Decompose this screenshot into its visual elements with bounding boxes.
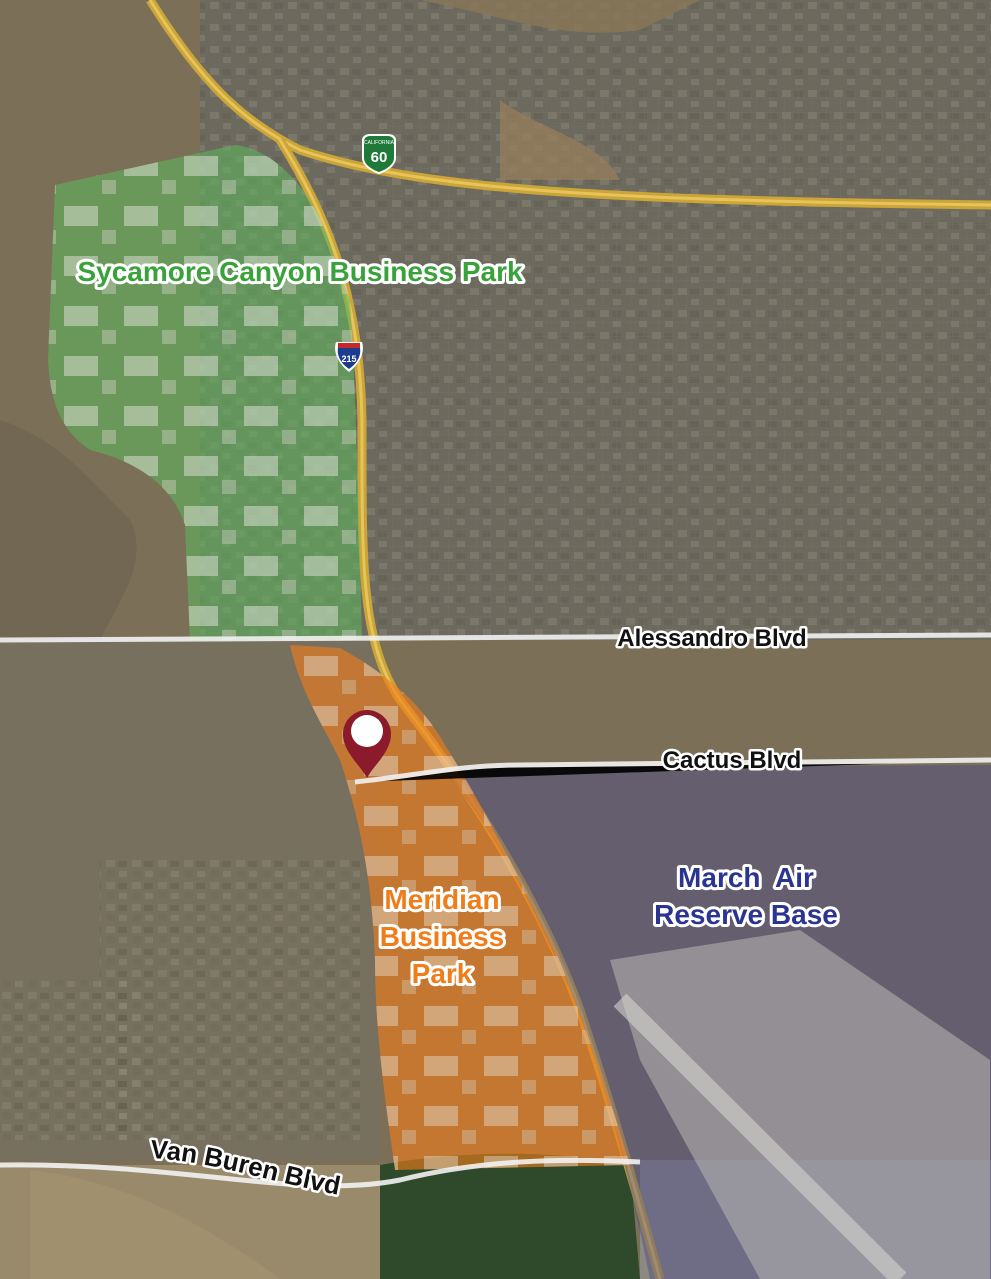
road-label-cactus: Cactus Blvd xyxy=(663,747,802,774)
label-sycamore-canyon: Sycamore Canyon Business Park xyxy=(77,256,523,287)
label-meridian-line-1: Meridian xyxy=(384,884,499,915)
label-march-line-2: Reserve Base xyxy=(654,899,838,930)
label-meridian-line-2: Business xyxy=(380,921,505,952)
svg-text:60: 60 xyxy=(371,149,388,166)
ca-60-shield-icon: CALIFORNIA 60 xyxy=(362,134,396,174)
boulevards xyxy=(0,632,991,1189)
label-meridian-line-3: Park xyxy=(412,958,473,989)
region-meridian-business-park[interactable] xyxy=(290,645,630,1170)
region-sycamore-canyon[interactable] xyxy=(48,145,362,640)
svg-text:215: 215 xyxy=(341,354,356,364)
i-215-shield-icon: 215 xyxy=(335,342,363,372)
region-march-air-reserve-base[interactable] xyxy=(440,765,991,1279)
svg-text:CALIFORNIA: CALIFORNIA xyxy=(364,140,395,146)
region-labels: Sycamore Canyon Business Park Meridian B… xyxy=(74,253,840,992)
road-label-alessandro: Alessandro Blvd xyxy=(617,625,806,652)
map-pin-icon[interactable] xyxy=(343,710,391,778)
label-march-line-1: March Air xyxy=(678,862,814,893)
